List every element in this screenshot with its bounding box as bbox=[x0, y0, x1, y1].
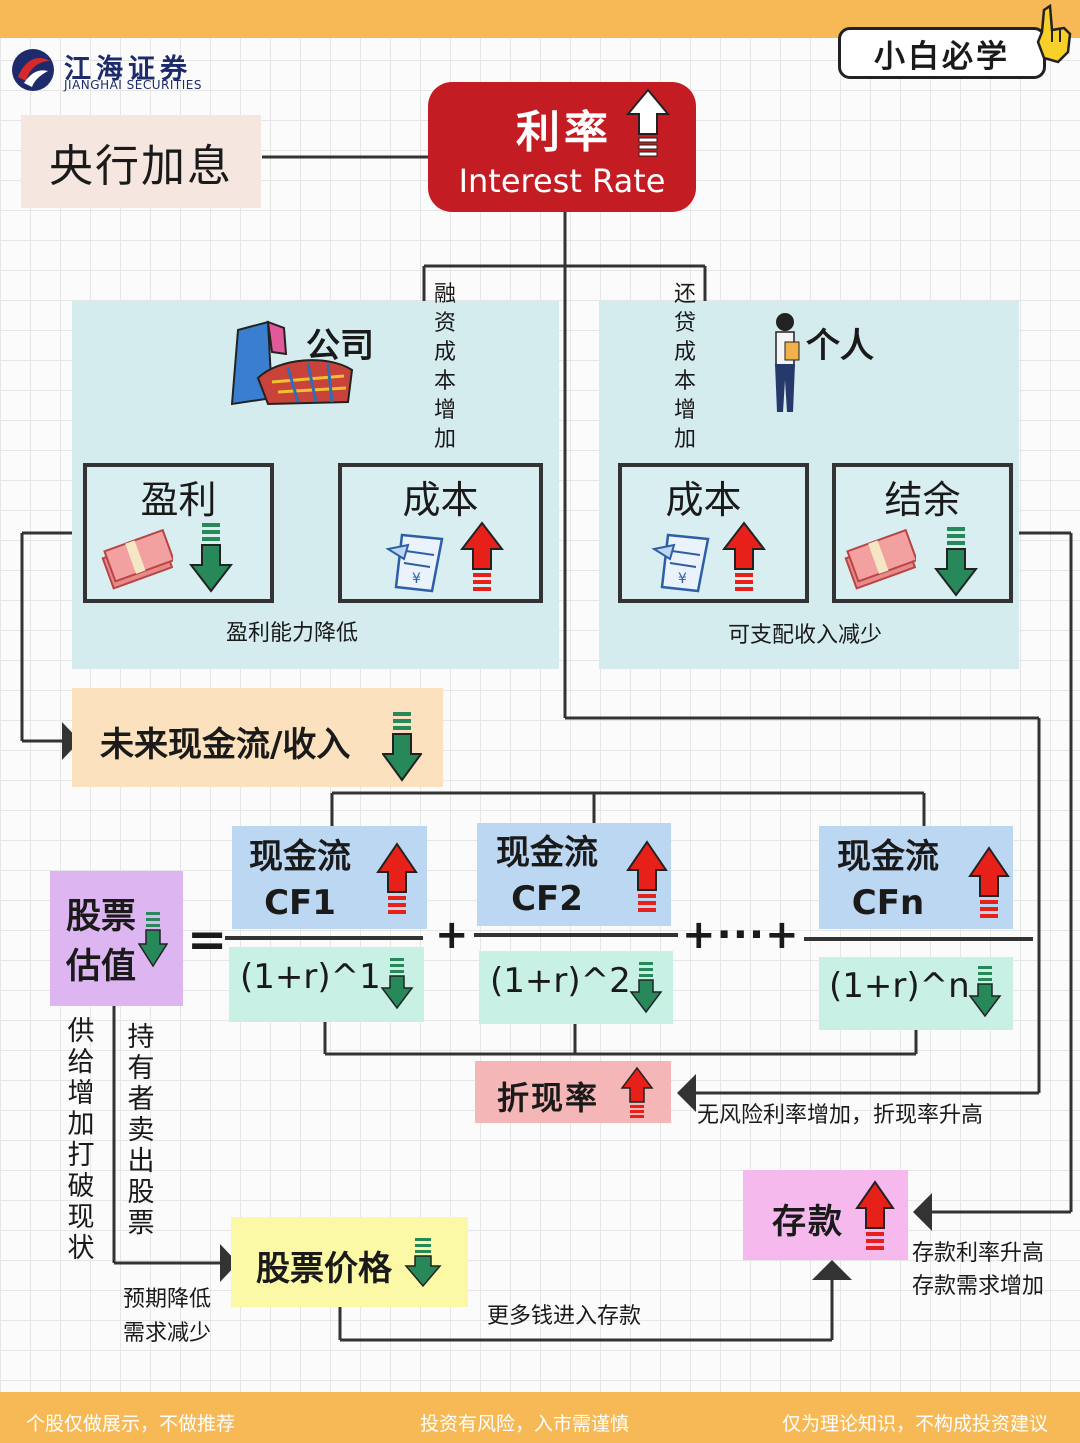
logo-text: 江海证券 bbox=[64, 54, 192, 85]
fraction-bar-2 bbox=[474, 933, 678, 937]
ellipsis-plus: +···+ bbox=[682, 912, 800, 958]
bill-icon: ¥ bbox=[651, 533, 710, 593]
individual-cost-box: 成本 ¥ bbox=[618, 463, 809, 603]
cash-icon bbox=[844, 528, 916, 590]
profit-box: 盈利 bbox=[83, 463, 274, 603]
holders-sell-label: 持有者卖出股票 bbox=[127, 1022, 155, 1239]
deposit-label: 存款 bbox=[772, 1202, 844, 1242]
plus-sign: + bbox=[435, 912, 469, 958]
balance-box: 结余 bbox=[832, 463, 1013, 603]
jianghai-logo-icon bbox=[12, 49, 54, 91]
demand-down-label: 需求减少 bbox=[123, 1321, 212, 1346]
denominator-1: (1+r)^1 bbox=[240, 957, 381, 997]
cctv-building-icon bbox=[230, 320, 354, 406]
future-cashflow-label: 未来现金流/收入 bbox=[100, 725, 351, 765]
discount-rate-label: 折现率 bbox=[497, 1079, 600, 1117]
stock-valuation-label: 股票估值 bbox=[66, 897, 137, 987]
cashflow-2-title: 现金流 CF2 bbox=[496, 833, 598, 919]
company-cost-box: 成本 ¥ bbox=[338, 463, 543, 603]
up-arrow-icon bbox=[626, 88, 670, 157]
individual-title: 个人 bbox=[806, 326, 874, 366]
financing-cost-label: 融资成本增加 bbox=[433, 282, 456, 452]
up-arrow-icon bbox=[626, 840, 668, 912]
denominator-n: (1+r)^n bbox=[829, 966, 970, 1006]
fraction-bar-n bbox=[804, 937, 1033, 941]
cashflow-n-title: 现金流 CFn bbox=[837, 837, 939, 923]
up-arrow-icon bbox=[620, 1066, 654, 1118]
down-arrow-icon bbox=[189, 523, 233, 593]
denominator-2: (1+r)^2 bbox=[490, 961, 631, 1001]
profit-title: 盈利 bbox=[140, 478, 217, 522]
stock-price-label: 股票价格 bbox=[256, 1249, 392, 1289]
down-arrow-icon bbox=[380, 958, 414, 1010]
company-title: 公司 bbox=[306, 326, 374, 366]
up-arrow-icon bbox=[722, 521, 766, 591]
deposit-rate-label: 存款利率升高 bbox=[912, 1241, 1045, 1266]
equals-sign: = bbox=[187, 912, 228, 968]
supply-increase-label: 供给增加打破现状 bbox=[67, 1016, 95, 1264]
loan-cost-label: 还贷成本增加 bbox=[673, 282, 696, 452]
interest-rate-cn: 利率 bbox=[516, 107, 612, 158]
up-arrow-icon bbox=[376, 842, 418, 914]
footer-left: 个股仅做展示，不做推荐 bbox=[26, 1413, 236, 1435]
up-arrow-icon bbox=[855, 1180, 895, 1250]
bottom-bar bbox=[0, 1392, 1080, 1443]
cashflow-1-title: 现金流 CF1 bbox=[249, 837, 351, 923]
person-icon bbox=[775, 313, 800, 412]
company-cost-title: 成本 bbox=[402, 478, 479, 522]
up-arrow-icon bbox=[968, 846, 1010, 918]
riskfree-rate-label: 无风险利率增加，折现率升高 bbox=[697, 1103, 984, 1128]
expectation-down-label: 预期降低 bbox=[123, 1287, 212, 1312]
interest-rate-en: Interest Rate bbox=[458, 162, 666, 200]
disposable-income-label: 可支配收入减少 bbox=[728, 623, 883, 648]
fraction-bar-1 bbox=[225, 936, 423, 940]
interest-rate-box: 利率 Interest Rate bbox=[428, 82, 696, 212]
down-arrow-icon bbox=[968, 966, 1002, 1018]
individual-cost-title: 成本 bbox=[665, 478, 742, 522]
hand-pointer-icon bbox=[1036, 3, 1072, 64]
down-arrow-icon bbox=[934, 527, 978, 597]
central-bank-hike-label: 央行加息 bbox=[21, 115, 261, 208]
stock-valuation-box bbox=[50, 871, 183, 1006]
down-arrow-icon bbox=[138, 912, 168, 968]
future-cashflow-box bbox=[72, 688, 443, 787]
cash-icon bbox=[101, 528, 173, 590]
bill-icon: ¥ bbox=[385, 533, 444, 593]
down-arrow-icon bbox=[382, 712, 422, 782]
deposit-demand-label: 存款需求增加 bbox=[912, 1274, 1045, 1299]
more-money-label: 更多钱进入存款 bbox=[487, 1304, 642, 1329]
balance-title: 结余 bbox=[884, 478, 961, 522]
svg-text:¥: ¥ bbox=[412, 571, 421, 587]
down-arrow-icon bbox=[404, 1238, 442, 1288]
down-arrow-icon bbox=[629, 962, 663, 1014]
up-arrow-icon bbox=[460, 521, 504, 591]
footer-right: 仅为理论知识，不构成投资建议 bbox=[782, 1413, 1049, 1435]
beginner-tag: 小白必学 bbox=[838, 27, 1046, 79]
profit-decline-label: 盈利能力降低 bbox=[226, 621, 359, 646]
logo-subtext: JIANGHAI SECURITIES bbox=[64, 78, 202, 92]
svg-text:¥: ¥ bbox=[678, 571, 687, 587]
footer-center: 投资有风险，入市需谨慎 bbox=[420, 1413, 630, 1435]
